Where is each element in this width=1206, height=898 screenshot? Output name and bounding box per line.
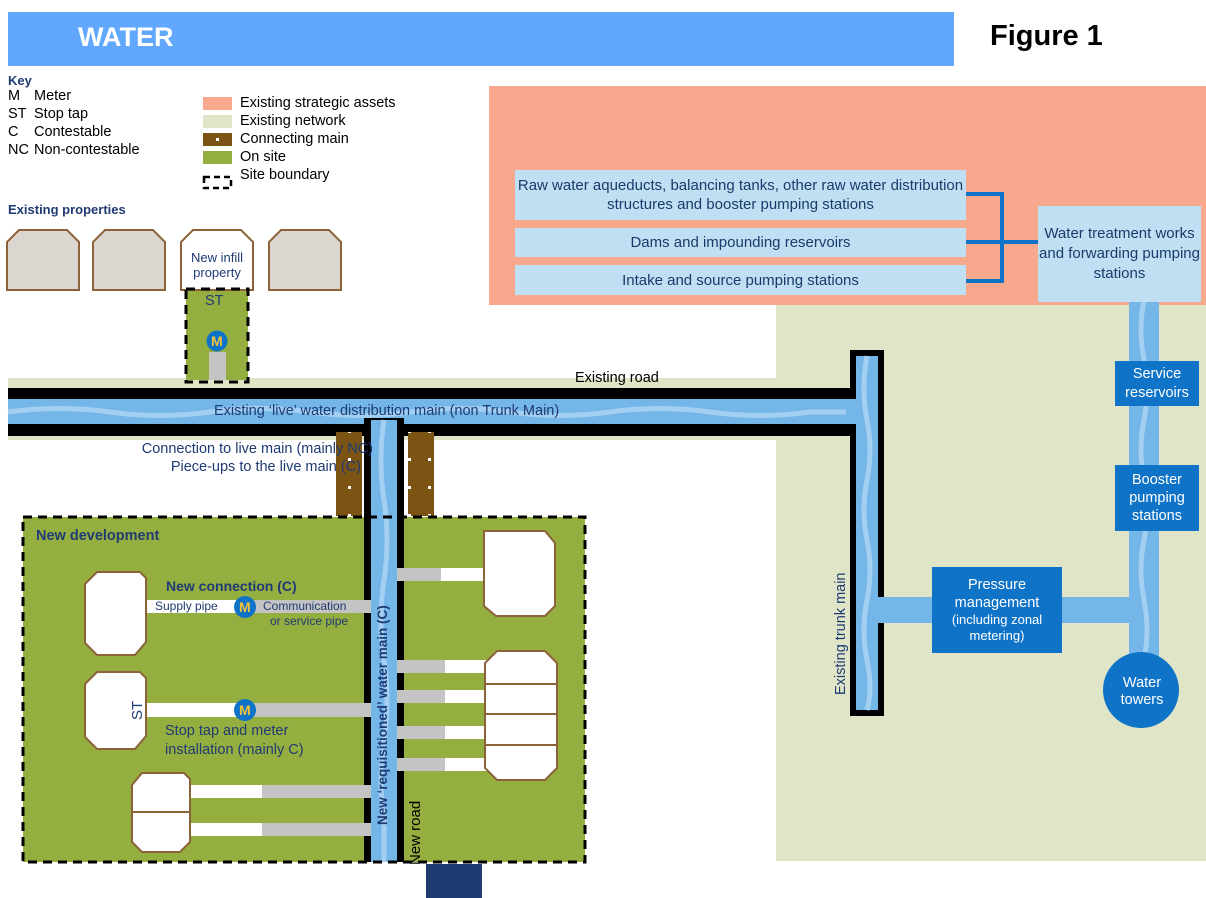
booster-pumping-box: Booster pumping stations <box>1115 465 1199 531</box>
legend-label: Existing strategic assets <box>240 95 396 111</box>
new-road-extension <box>426 864 482 898</box>
legend-swatch-onsite <box>203 151 232 164</box>
connecting-main-left <box>336 432 362 516</box>
header-bar <box>8 12 954 66</box>
meter-icon <box>234 596 256 618</box>
infill-property <box>180 229 254 291</box>
connecting-main-right <box>408 432 434 516</box>
key-meaning: Stop tap <box>34 106 89 122</box>
service-reservoirs-box: Service reservoirs <box>1115 361 1199 406</box>
infill-service-pipe <box>209 352 226 380</box>
key-code: M <box>8 88 21 104</box>
water-towers-shape <box>1103 652 1179 728</box>
development-boundary <box>21 515 587 864</box>
st-label: ST <box>129 701 146 720</box>
new-house <box>484 650 558 781</box>
infill-site-boundary <box>184 287 250 384</box>
legend-label: Site boundary <box>240 167 330 183</box>
distribution-main-label: Existing ‘live’ water distribution main … <box>214 403 560 419</box>
comm-pipe-label-2: or service pipe <box>270 614 349 628</box>
legend-swatch-network <box>203 115 232 128</box>
meter-icon <box>234 699 256 721</box>
key-code: ST <box>8 106 27 122</box>
new-house <box>84 571 147 656</box>
figure-label: Figure 1 <box>990 20 1103 52</box>
page-title: WATER <box>78 22 174 52</box>
legend-label: On site <box>240 149 286 165</box>
key-meaning: Meter <box>34 88 72 104</box>
supply-pipe-label: Supply pipe <box>155 599 218 613</box>
pressure-management-box: Pressure management (including zonal met… <box>932 567 1062 653</box>
new-house <box>84 671 147 750</box>
connection-label: Connection to live main (mainly NC) <box>141 441 373 457</box>
stoptap-label: Stop tap and meter installation (mainly … <box>165 723 304 758</box>
legend-label: Connecting main <box>240 131 349 147</box>
existing-property <box>268 229 342 291</box>
comm-pipe-label: Communication <box>263 599 347 613</box>
pressure-title: Pressure management <box>954 576 1040 611</box>
legend-labels: Existing strategic assets Existing netwo… <box>240 94 396 184</box>
requisitioned-main-label: New ‘requisitioned’ water main (C) <box>375 605 390 825</box>
intake-box: Intake and source pumping stations <box>515 265 966 295</box>
communication-pipe <box>236 703 371 717</box>
communication-pipe <box>236 600 371 613</box>
pressure-subtitle: (including zonal metering) <box>951 612 1043 644</box>
pieceups-label: Piece-ups to the live main (C) <box>170 459 361 475</box>
infill-property-label: New infill property <box>190 250 243 280</box>
existing-road-label: Existing road <box>575 370 659 386</box>
supply-pipe <box>146 703 236 717</box>
meter-letter: M <box>211 333 223 349</box>
development-site-left <box>23 517 364 862</box>
key-title: Key <box>8 73 32 88</box>
legend-label: Existing network <box>240 113 346 129</box>
key-abbreviations: M Meter ST Stop tap C Contestable NC Non-con… <box>8 87 140 159</box>
infill-st-label: ST <box>205 293 224 309</box>
new-road-label: New road <box>407 801 424 865</box>
pressure-to-vertical-pipe <box>1061 597 1135 623</box>
dams-box: Dams and impounding reservoirs <box>515 228 966 257</box>
trunk-to-pressure-pipe <box>878 597 936 623</box>
key-meaning: Contestable <box>34 124 112 140</box>
aqueducts-box: Raw water aqueducts, balancing tanks, ot… <box>515 170 966 220</box>
key-code: C <box>8 124 19 140</box>
existing-property <box>6 229 80 291</box>
supply-pipe <box>146 600 236 613</box>
water-towers-label: Water towers <box>1120 675 1164 708</box>
treatment-works-box: Water treatment works and forwarding pum… <box>1038 206 1201 302</box>
existing-properties-title: Existing properties <box>8 202 126 217</box>
infill-meter-icon <box>206 330 228 352</box>
development-title: New development <box>36 528 160 544</box>
key-meaning: Non-contestable <box>34 142 140 158</box>
source-connector <box>966 192 1040 283</box>
meter-letter: M <box>239 599 251 615</box>
key-code: NC <box>8 142 29 158</box>
new-connection-label: New connection (C) <box>166 578 297 594</box>
legend-swatch-boundary <box>202 175 233 190</box>
new-house <box>483 530 556 617</box>
trunk-main-label: Existing trunk main <box>833 573 849 696</box>
existing-property <box>92 229 166 291</box>
legend-swatch-strategic <box>203 97 232 110</box>
meter-letter: M <box>239 702 251 718</box>
